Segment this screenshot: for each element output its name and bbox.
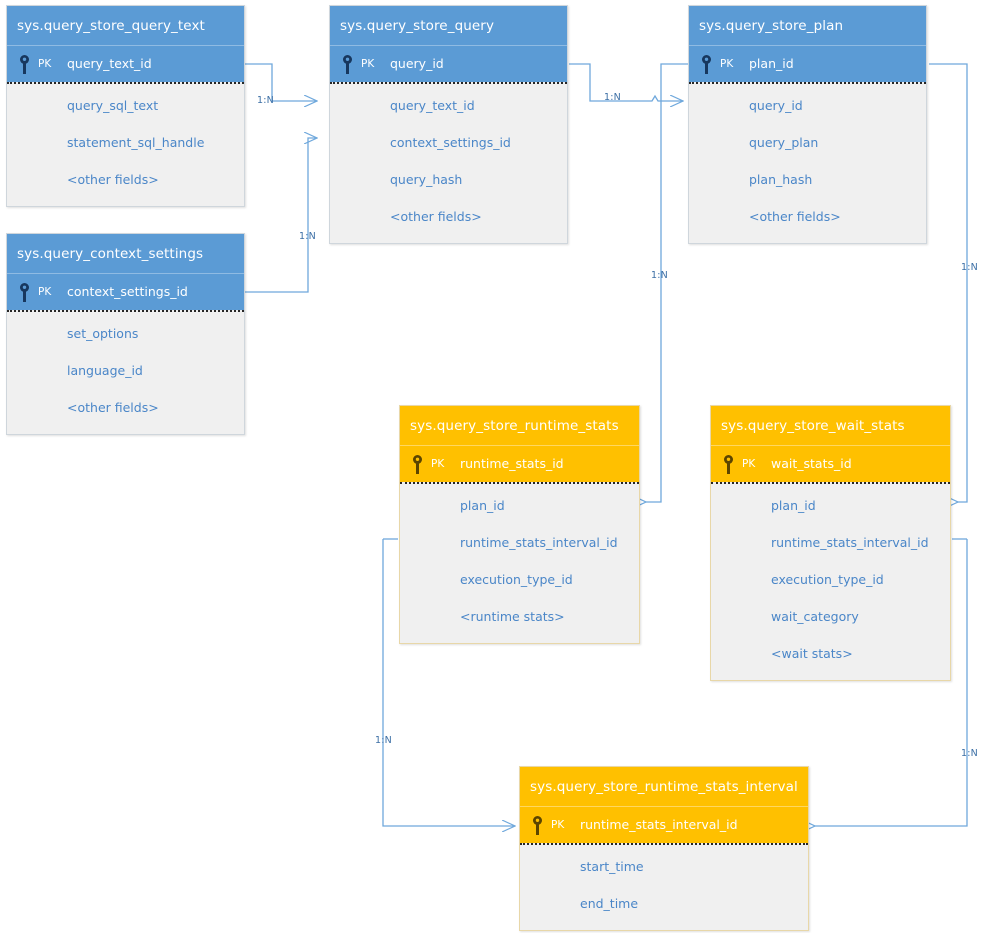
table-fields: plan_id runtime_stats_interval_id execut…: [711, 482, 950, 680]
cardinality-label: 1:N: [604, 92, 621, 103]
table-query-store-query-text[interactable]: sys.query_store_query_text PK query_text…: [6, 5, 245, 207]
connector-plan-to-runtimestats: [646, 63, 689, 502]
connector-query-to-plan: [569, 63, 683, 101]
field-row: execution_type_id: [460, 572, 573, 587]
table-query-store-runtime-stats-interval[interactable]: sys.query_store_runtime_stats_interval P…: [519, 766, 809, 931]
pk-field-name: query_id: [390, 56, 444, 71]
field-row: set_options: [67, 326, 139, 341]
field-row: query_id: [749, 98, 803, 113]
primary-key-row[interactable]: PK plan_id: [689, 46, 926, 82]
field-row: plan_id: [460, 498, 505, 513]
connector-contextsettings-to-query: [245, 138, 317, 293]
field-row: query_text_id: [390, 98, 475, 113]
connector-querytext-to-query: [245, 63, 317, 101]
table-query-store-wait-stats[interactable]: sys.query_store_wait_stats PK wait_stats…: [710, 405, 951, 681]
field-row: runtime_stats_interval_id: [771, 535, 929, 550]
table-fields: plan_id runtime_stats_interval_id execut…: [400, 482, 639, 643]
primary-key-row[interactable]: PK wait_stats_id: [711, 446, 950, 482]
pk-label: PK: [720, 58, 734, 70]
table-query-store-plan[interactable]: sys.query_store_plan PK plan_id query_id…: [688, 5, 927, 244]
table-fields: query_sql_text statement_sql_handle <oth…: [7, 82, 244, 206]
primary-key-row[interactable]: PK runtime_stats_interval_id: [520, 807, 808, 843]
pk-label: PK: [551, 819, 565, 831]
primary-key-row[interactable]: PK context_settings_id: [7, 274, 244, 310]
field-row: context_settings_id: [390, 135, 511, 150]
field-row: start_time: [580, 859, 644, 874]
table-title: sys.query_store_plan: [689, 6, 926, 46]
table-query-store-query[interactable]: sys.query_store_query PK query_id query_…: [329, 5, 568, 244]
field-row: wait_category: [771, 609, 859, 624]
field-row: plan_id: [771, 498, 816, 513]
field-row: <other fields>: [390, 209, 482, 224]
field-row: statement_sql_handle: [67, 135, 205, 150]
table-query-store-runtime-stats[interactable]: sys.query_store_runtime_stats PK runtime…: [399, 405, 640, 644]
key-icon: [413, 455, 422, 474]
field-row: end_time: [580, 896, 639, 911]
field-row: query_plan: [749, 135, 819, 150]
field-row: plan_hash: [749, 172, 813, 187]
field-row: execution_type_id: [771, 572, 884, 587]
pk-label: PK: [361, 58, 375, 70]
pk-field-name: plan_id: [749, 56, 794, 71]
pk-field-name: query_text_id: [67, 56, 152, 71]
primary-key-row[interactable]: PK runtime_stats_id: [400, 446, 639, 482]
key-icon: [343, 55, 352, 74]
key-icon: [533, 816, 542, 835]
pk-label: PK: [742, 458, 756, 470]
key-icon: [20, 55, 29, 74]
key-icon: [702, 55, 711, 74]
table-title: sys.query_context_settings: [7, 234, 244, 274]
table-query-context-settings[interactable]: sys.query_context_settings PK context_se…: [6, 233, 245, 435]
cardinality-label: 1:N: [299, 231, 316, 242]
cardinality-label: 1:N: [375, 735, 392, 746]
table-fields: start_time end_time: [520, 843, 808, 930]
field-row: <wait stats>: [771, 646, 853, 661]
cardinality-label: 1:N: [651, 270, 668, 281]
field-row: <other fields>: [67, 400, 159, 415]
pk-label: PK: [431, 458, 445, 470]
field-row: <runtime stats>: [460, 609, 565, 624]
table-title: sys.query_store_query_text: [7, 6, 244, 46]
cardinality-label: 1:N: [961, 748, 978, 759]
table-title: sys.query_store_runtime_stats_interval: [520, 767, 808, 807]
table-title: sys.query_store_query: [330, 6, 567, 46]
pk-field-name: runtime_stats_id: [460, 456, 564, 471]
field-row: <other fields>: [749, 209, 841, 224]
field-row: runtime_stats_interval_id: [460, 535, 618, 550]
table-fields: query_id query_plan plan_hash <other fie…: [689, 82, 926, 243]
cardinality-label: 1:N: [961, 262, 978, 273]
pk-field-name: wait_stats_id: [771, 456, 852, 471]
field-row: query_hash: [390, 172, 463, 187]
table-title: sys.query_store_wait_stats: [711, 406, 950, 446]
pk-label: PK: [38, 58, 52, 70]
table-fields: query_text_id context_settings_id query_…: [330, 82, 567, 243]
pk-field-name: context_settings_id: [67, 284, 188, 299]
cardinality-label: 1:N: [257, 95, 274, 106]
key-icon: [20, 283, 29, 302]
pk-field-name: runtime_stats_interval_id: [580, 817, 738, 832]
primary-key-row[interactable]: PK query_id: [330, 46, 567, 82]
primary-key-row[interactable]: PK query_text_id: [7, 46, 244, 82]
field-row: query_sql_text: [67, 98, 159, 113]
pk-label: PK: [38, 286, 52, 298]
key-icon: [724, 455, 733, 474]
field-row: language_id: [67, 363, 143, 378]
table-fields: set_options language_id <other fields>: [7, 310, 244, 434]
table-title: sys.query_store_runtime_stats: [400, 406, 639, 446]
field-row: <other fields>: [67, 172, 159, 187]
